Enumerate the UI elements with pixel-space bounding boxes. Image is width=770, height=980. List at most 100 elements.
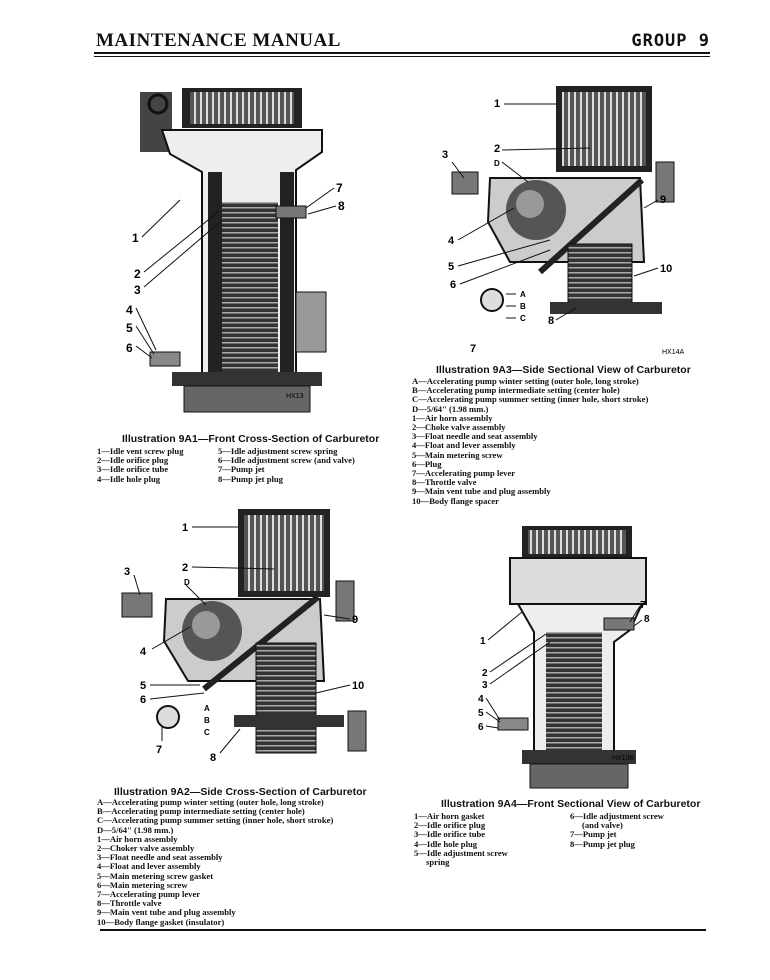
needle-seat [451,171,479,195]
callout-7: 7 [640,600,646,611]
callout-d: D [494,159,500,168]
pump-jet [275,205,307,219]
legend-item: 4—Float and lever assembly [412,440,516,451]
legend-item: B—Accelerating pump intermediate setting… [97,806,305,817]
callout-2: 2 [182,562,188,574]
legend-9a4-right: 6—Idle adjustment screw (and valve) 7—Pu… [570,811,664,849]
throttle-bore [567,243,633,313]
legend-item: 8—Pump jet plug [570,838,635,849]
legend-item: 1—Air horn assembly [97,833,178,844]
callout-4: 4 [478,694,484,705]
legend-item: 2—Idle orifice plug [97,455,169,466]
callout-3: 3 [134,283,141,297]
callout-9: 9 [352,614,358,626]
footer-rule [100,929,706,931]
legend-item: A—Accelerating pump winter setting (oute… [412,376,639,386]
legend-item: A—Accelerating pump winter setting (oute… [97,797,324,807]
legend-item: 1—Air horn assembly [412,412,493,423]
legend-item: 5—Idle adjustment screw [414,847,508,858]
callout-8: 8 [338,199,345,213]
callout-6: 6 [478,722,484,733]
callout-6: 6 [126,341,133,355]
figure-caption-9a4: Illustration 9A4—Front Sectional View of… [441,798,701,810]
throttle-flange [529,763,629,789]
legend-item: 6—Main metering screw [97,879,188,890]
callout-10: 10 [660,263,672,275]
header-rule-thin [94,56,710,57]
manual-title: MAINTENANCE MANUAL [96,30,341,51]
group-number: GROUP 9 [631,31,710,51]
callout-6: 6 [140,694,146,706]
legend-item: 3—Float needle and seat assembly [412,431,538,442]
throttle-bore [255,642,317,754]
legend-item: 1—Idle vent screw plug [97,446,184,456]
callout-4: 4 [126,303,133,317]
legend-item: 3—Idle orifice tube [414,829,486,840]
legend-item: B—Accelerating pump intermediate setting… [412,385,620,396]
figure-code: HX13 [286,393,304,400]
callout-2: 2 [494,143,500,155]
legend-item: 8—Pump jet plug [218,473,283,484]
legend-item: C—Accelerating pump summer setting (inne… [97,815,334,826]
callout-5: 5 [448,261,454,273]
header-rule [94,52,710,54]
callout-5: 5 [140,680,146,692]
figure-code: HX13B [612,755,635,762]
legend-item: D—5/64" (1.98 mm.) [97,824,174,835]
legend-9a3: A—Accelerating pump winter setting (oute… [412,376,649,506]
legend-item: 2—Choke valve assembly [412,422,506,433]
legend-item: 9—Main vent tube and plug assembly [97,907,236,918]
callout-b: B [520,302,526,311]
callout-8: 8 [644,614,650,625]
idle-adjustment-screw [497,717,529,731]
legend-item: 2—Idle orifice plug [414,820,486,831]
legend-item: 7—Accelerating pump lever [97,889,201,900]
callout-8: 8 [548,315,554,327]
callout-d: D [184,578,190,587]
callout-2: 2 [134,267,141,281]
callout-4: 4 [448,235,455,247]
callout-c: C [520,314,526,323]
callout-5: 5 [126,321,133,335]
legend-item: 4—Idle hole plug [97,473,161,484]
callout-1: 1 [182,522,188,534]
callout-a: A [204,704,210,713]
figure-caption-9a1: Illustration 9A1—Front Cross-Section of … [122,433,380,445]
callout-1: 1 [494,98,500,110]
callout-c: C [204,728,210,737]
accelerating-pump-lever [156,705,180,729]
legend-item: 5—Main metering screw [412,449,503,460]
venturi-bore [220,202,278,382]
callout-1: 1 [480,636,486,647]
callout-7: 7 [156,744,162,756]
legend-item: 3—Float needle and seat assembly [97,852,223,863]
figure-code: HX14A [662,349,685,356]
legend-9a2: A—Accelerating pump winter setting (oute… [97,797,334,927]
legend-item: 8—Throttle valve [412,477,477,488]
carburetor-side-section-drawing-9a2: 1 2 3 D 4 5 6 7 8 9 10 A B C [121,509,367,764]
pump-jet [603,617,635,631]
callout-3: 3 [482,680,488,691]
legend-item: 4—Idle hole plug [414,838,478,849]
callout-8: 8 [210,752,216,764]
callout-3: 3 [124,566,130,578]
legend-item: 5—Main metering screw gasket [97,870,214,881]
main-vent-tube [537,177,645,275]
legend-item: 7—Pump jet [570,829,617,840]
needle-seat [121,592,153,618]
carburetor-side-section-drawing-9a3: HX14A 1 2 3 D 4 5 6 7 8 9 10 A B C [442,86,685,356]
venturi-bore [546,632,602,762]
legend-item: spring [426,857,450,868]
legend-item: C—Accelerating pump summer setting (inne… [412,394,649,405]
callout-b: B [204,716,210,725]
carburetor-front-section-drawing-9a4: HX13B 1 2 3 4 5 6 7 8 [478,526,650,789]
legend-item: 8—Throttle valve [97,898,162,909]
body-flange-gasket [234,715,344,727]
legend-item: 6—Idle adjustment screw [570,811,664,821]
legend-9a1-left: 1—Idle vent screw plug 2—Idle orifice pl… [97,446,184,484]
callout-7: 7 [470,343,476,355]
figure-caption-9a2: Illustration 9A2—Side Cross-Section of C… [114,786,367,798]
callout-3: 3 [442,149,448,161]
legend-item: D—5/64" (1.98 mm.) [412,403,489,414]
callout-7: 7 [336,181,343,195]
